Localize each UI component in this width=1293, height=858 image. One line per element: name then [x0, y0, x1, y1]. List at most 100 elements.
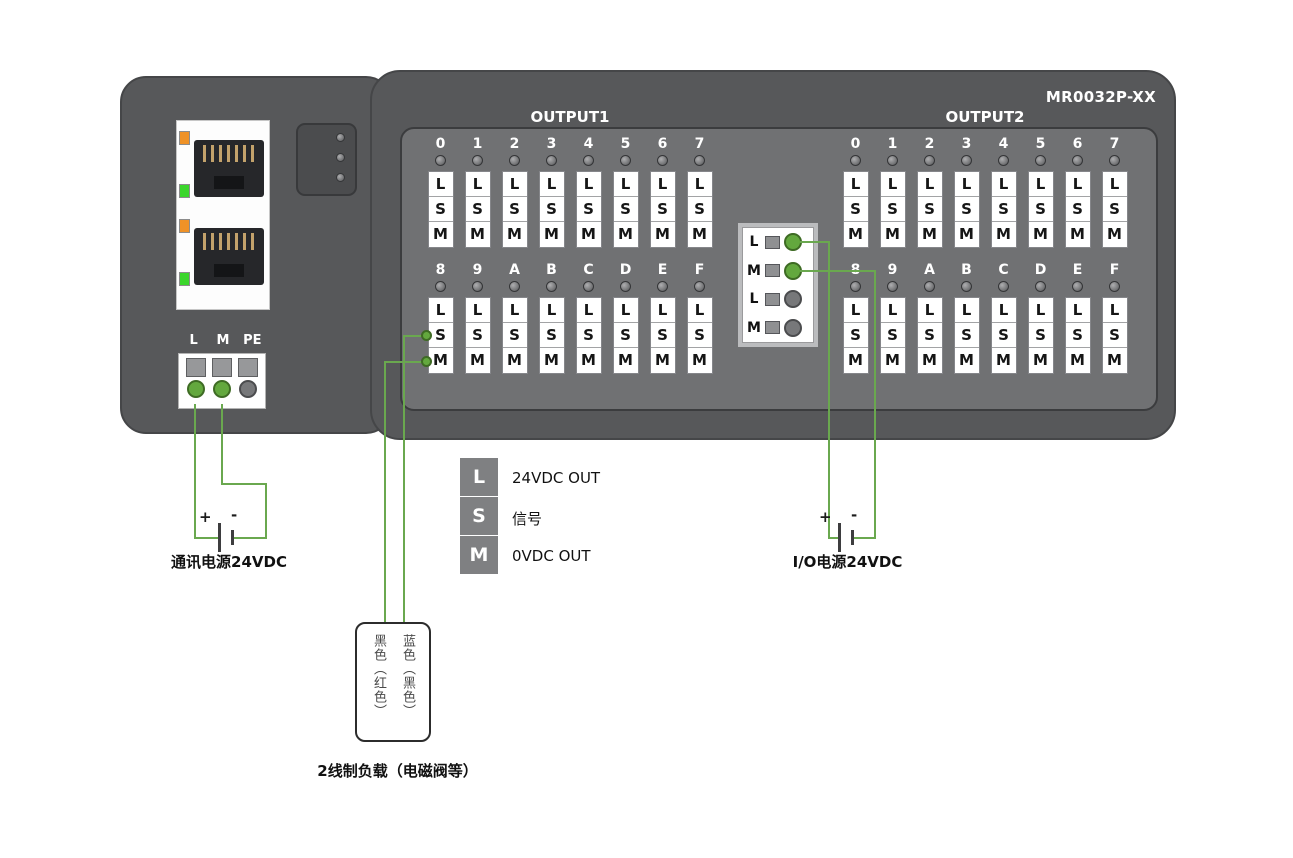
load-wire-right-label: 蓝色（黑色） [400, 634, 415, 718]
terminal-cell: L [1028, 172, 1053, 197]
terminal-cell: S [843, 197, 868, 222]
status-connector [296, 123, 357, 196]
signal-connection-point [421, 330, 432, 341]
terminal-label: L [749, 291, 759, 308]
terminal-cell: L [1028, 298, 1053, 323]
io-power-terminal-row: L [743, 285, 813, 314]
ethernet-port-1 [194, 140, 264, 197]
terminal-cell: S [465, 197, 490, 222]
screw-terminal-icon [186, 358, 206, 377]
terminal-cell: S [1065, 197, 1090, 222]
terminal-cell: L [917, 172, 942, 197]
terminal-cell: S [650, 323, 675, 348]
channel-led-icon [1072, 155, 1083, 166]
terminal-cell: S [613, 323, 638, 348]
battery-plate-long [218, 523, 221, 552]
battery-plate-short [231, 530, 234, 545]
channel-number: 1 [472, 136, 483, 152]
channel-led-icon [998, 155, 1009, 166]
channel-led-icon [583, 155, 594, 166]
terminal-cell: S [917, 197, 942, 222]
channel-led-icon [924, 155, 935, 166]
channel-led-icon [850, 155, 861, 166]
power-terminal-label: M [216, 333, 230, 348]
screw-terminal-icon [765, 292, 780, 306]
terminal-cell: L [502, 298, 527, 323]
terminal-cell: M [433, 351, 448, 369]
legend-label-s: 信号 [512, 510, 543, 528]
screw-terminal-icon [212, 358, 232, 377]
terminal-cell: L [428, 172, 453, 197]
terminal-cell: M [1033, 225, 1048, 243]
channel-led-icon [472, 281, 483, 292]
link-led-green-icon [179, 184, 190, 198]
terminal-cell: L [991, 298, 1016, 323]
load-label: 2线制负载（电磁阀等） [317, 762, 478, 780]
channel-led-icon [435, 281, 446, 292]
channel-led-icon [694, 281, 705, 292]
channel-led-icon [509, 155, 520, 166]
channel-led-icon [887, 155, 898, 166]
terminal-cell: S [1028, 323, 1053, 348]
screw-terminal-icon [765, 321, 780, 335]
channel-number: 7 [1109, 136, 1120, 152]
terminal-cell: M [618, 225, 633, 243]
io-power-terminal-row: M [743, 314, 813, 343]
channel-led-icon [1072, 281, 1083, 292]
battery-plate-long [838, 523, 841, 552]
channel-led-icon [961, 155, 972, 166]
terminal-cell: L [576, 172, 601, 197]
channel-led-icon [620, 281, 631, 292]
terminal-cell: M [544, 225, 559, 243]
wire-segment [828, 537, 840, 539]
terminal-cell: M [692, 225, 707, 243]
channel-number: D [619, 262, 632, 278]
terminal-label: M [747, 319, 761, 336]
terminal-cell: S [428, 323, 453, 348]
terminal-cell: L [917, 298, 942, 323]
terminal-cell: S [502, 323, 527, 348]
power-terminal [210, 358, 234, 408]
channel-led-icon [694, 155, 705, 166]
channel-led-icon [924, 281, 935, 292]
wire-segment [800, 241, 830, 243]
terminal-cell: S [465, 323, 490, 348]
wire-segment [384, 361, 386, 624]
terminal-cell: L [613, 298, 638, 323]
terminal-cell: M [922, 351, 937, 369]
channel-number: 9 [472, 262, 483, 278]
terminal-cell: L [1065, 298, 1090, 323]
status-led-icon [336, 153, 345, 162]
channel-led-icon [509, 281, 520, 292]
channel-number: 4 [583, 136, 594, 152]
terminal-cell: M [507, 351, 522, 369]
screw-terminal-icon [238, 358, 258, 377]
wire-segment [234, 537, 267, 539]
power-terminal-label: L [189, 333, 198, 348]
terminal-cell: L [650, 298, 675, 323]
channel-number: 7 [694, 136, 705, 152]
